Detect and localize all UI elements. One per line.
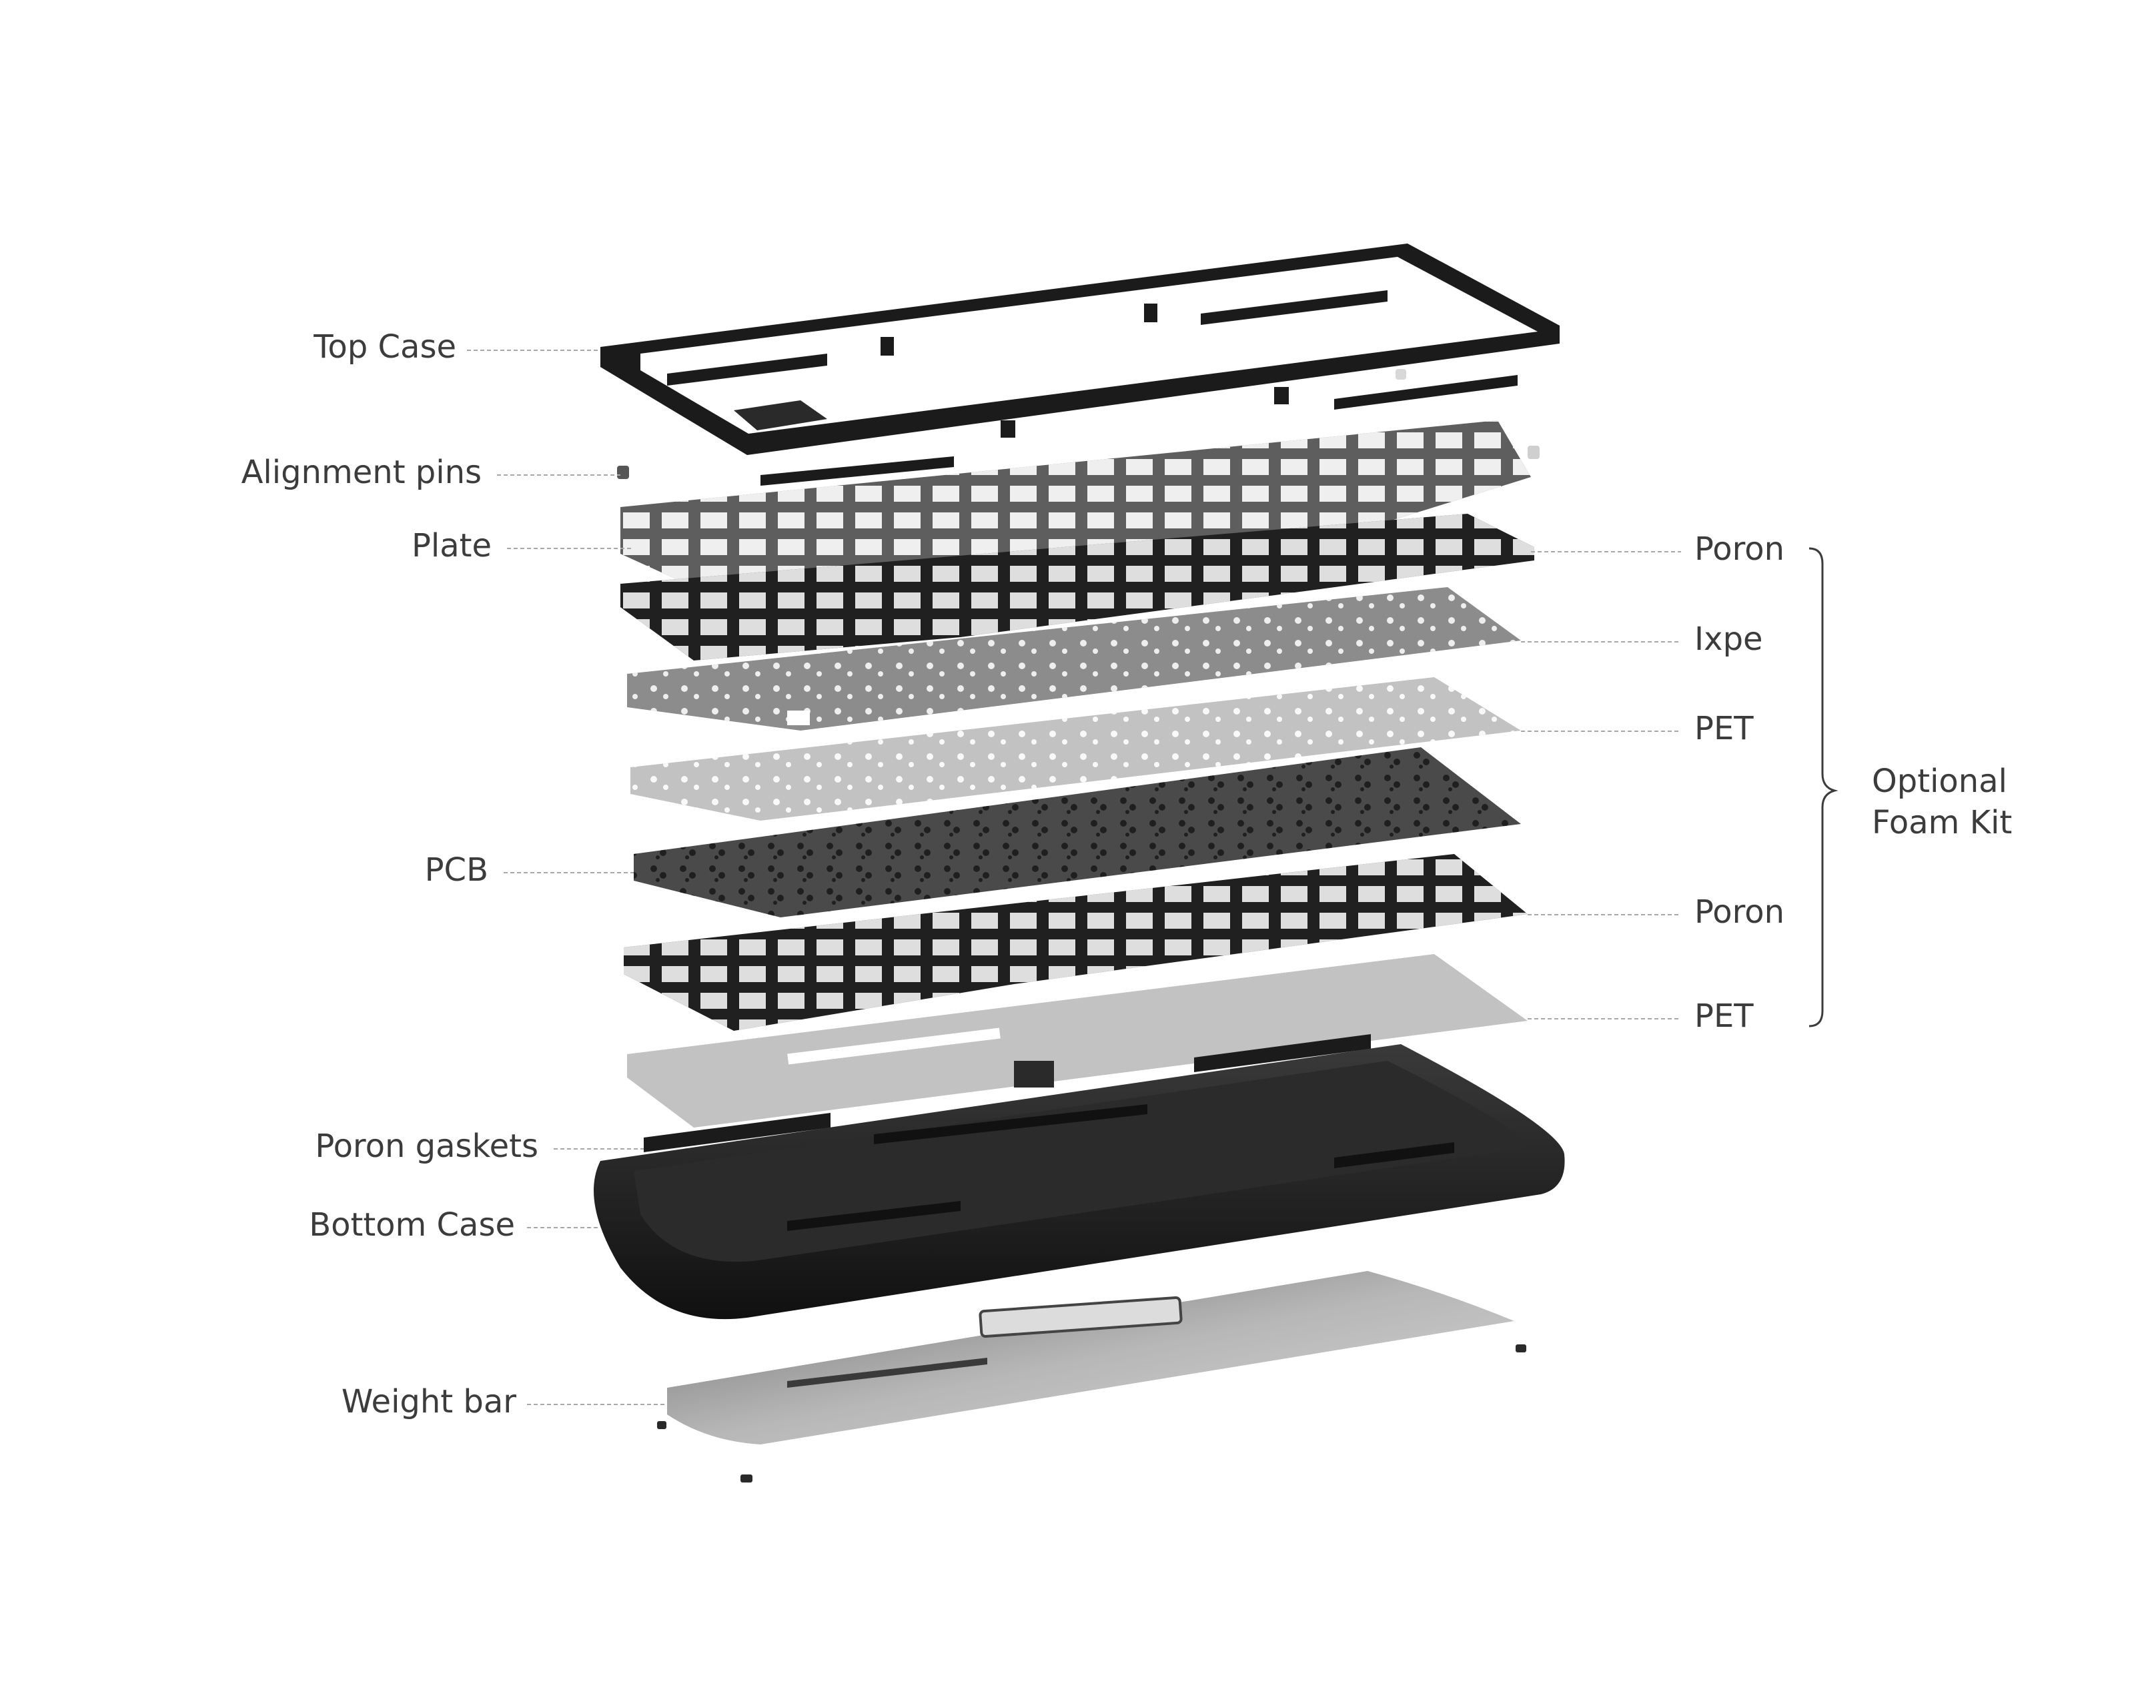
poron-upper-part [620,514,1534,661]
label-plate: Plate [411,527,492,564]
label-alignment-pins: Alignment pins [241,454,482,491]
label-pcb: PCB [424,851,488,889]
label-optional-foam-kit-line1: Optional [1872,763,2007,800]
poron-gaskets-part [644,1034,1371,1152]
pet-upper-part [630,677,1521,821]
label-weight-bar: Weight bar [341,1383,516,1420]
poron-lower-part [624,854,1528,1031]
label-pet-1: PET [1694,710,1754,747]
label-pet-2: PET [1694,997,1754,1035]
label-poron-2: Poron [1694,893,1785,931]
label-poron-gaskets: Poron gaskets [315,1128,538,1165]
label-bottom-case: Bottom Case [309,1206,515,1244]
label-ixpe: Ixpe [1694,620,1763,658]
top-case-part [600,244,1560,455]
foam-kit-brace [1808,547,1838,1027]
label-poron-1: Poron [1694,530,1785,568]
pcb-part [634,747,1521,917]
pet-lower-part [627,954,1528,1128]
bottom-case-part [594,1044,1565,1320]
label-optional-foam-kit-line2: Foam Kit [1872,804,2013,841]
weight-bar-part [657,1271,1526,1482]
label-top-case: Top Case [314,328,456,366]
plate-part [620,420,1531,587]
label-optional-foam-kit: Optional Foam Kit [1872,761,2012,843]
